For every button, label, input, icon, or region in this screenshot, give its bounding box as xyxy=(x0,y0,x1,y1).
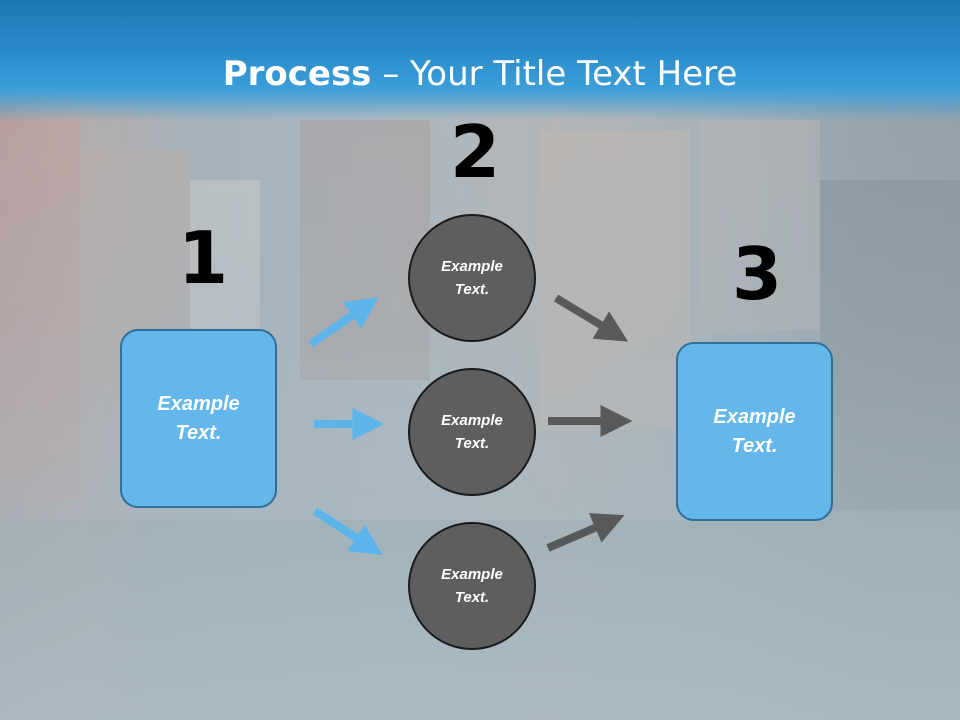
right-step-box-text: Example Text. xyxy=(713,405,796,457)
left-step-box: Example Text. xyxy=(120,329,277,508)
step-number-3: 3 xyxy=(732,232,783,316)
title-rest: – Your Title Text Here xyxy=(371,54,738,94)
step-number-2: 2 xyxy=(450,110,501,194)
step-circle-top-text: Example Text. xyxy=(441,258,503,298)
step-circle-bottom: Example Text. xyxy=(408,522,536,650)
arrow-left-to-top xyxy=(308,297,379,348)
step-circle-middle: Example Text. xyxy=(408,368,536,496)
arrow-left-to-bottom xyxy=(312,507,383,556)
step-number-1: 1 xyxy=(178,216,229,300)
title-bold: Process xyxy=(222,54,372,94)
step-circle-middle-text: Example Text. xyxy=(441,412,503,452)
arrow-top-to-right xyxy=(553,294,629,342)
left-step-box-text: Example Text. xyxy=(157,392,240,444)
step-circle-top: Example Text. xyxy=(408,214,536,342)
arrow-bottom-to-right xyxy=(546,513,625,552)
step-circle-bottom-text: Example Text. xyxy=(441,566,503,606)
title-bar xyxy=(0,0,960,120)
slide-title: Process – Your Title Text Here xyxy=(0,52,960,96)
right-step-box: Example Text. xyxy=(676,342,833,521)
